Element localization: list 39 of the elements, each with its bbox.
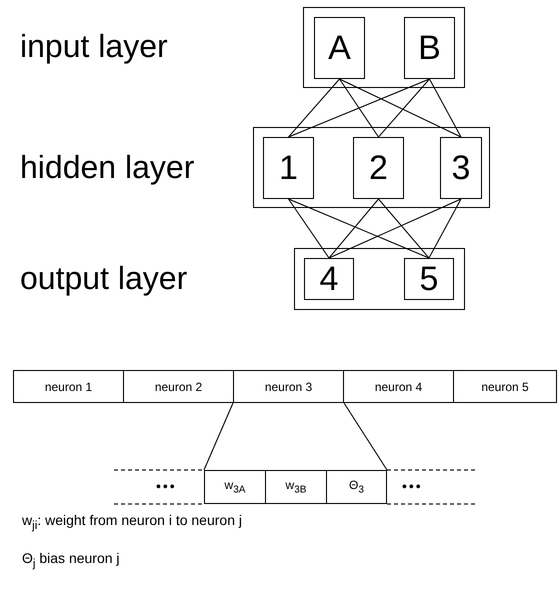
neuron-box: B [404,17,455,79]
connection-line [288,198,430,258]
legend-note: w$_{ji}$: weight from neuron i to neuron j [22,512,242,532]
connection-line [288,78,430,138]
table-cell: neuron 1 [13,370,124,403]
layer-label: input layer [20,28,168,65]
leader-line [344,402,388,470]
connection-line [288,198,330,258]
ellipsis: ••• [402,478,423,494]
connection-line [378,78,430,138]
table-cell: neuron 2 [123,370,234,403]
connection-line [428,198,462,258]
neuron-box: 3 [440,137,482,199]
connection-line [339,78,462,138]
neuron-box: 4 [304,258,354,300]
neuron-box: A [314,17,365,79]
leader-line [204,402,234,470]
table-cell: w$_{3A}$ [204,470,266,504]
connection-line [378,198,430,258]
layer-frame [303,7,465,88]
ellipsis: ••• [156,478,177,494]
legend-note: Θ$_{j}$ bias neuron j [22,550,120,570]
layer-label: hidden layer [20,149,194,186]
table-cell: neuron 5 [453,370,557,403]
layer-label: output layer [20,260,188,297]
layer-frame [294,248,465,310]
table-cell: neuron 4 [343,370,454,403]
connection-line [429,78,462,138]
table-cell: Θ$_{3}$ [326,470,387,504]
connection-line [328,198,379,258]
neuron-box: 1 [263,137,314,199]
table-cell: w$_{3B}$ [265,470,327,504]
connection-line [288,78,340,138]
connection-line [328,198,462,258]
layer-frame [253,127,490,208]
connection-line [339,78,379,138]
neuron-box: 2 [353,137,404,199]
table-cell: neuron 3 [233,370,344,403]
neuron-box: 5 [404,258,454,300]
